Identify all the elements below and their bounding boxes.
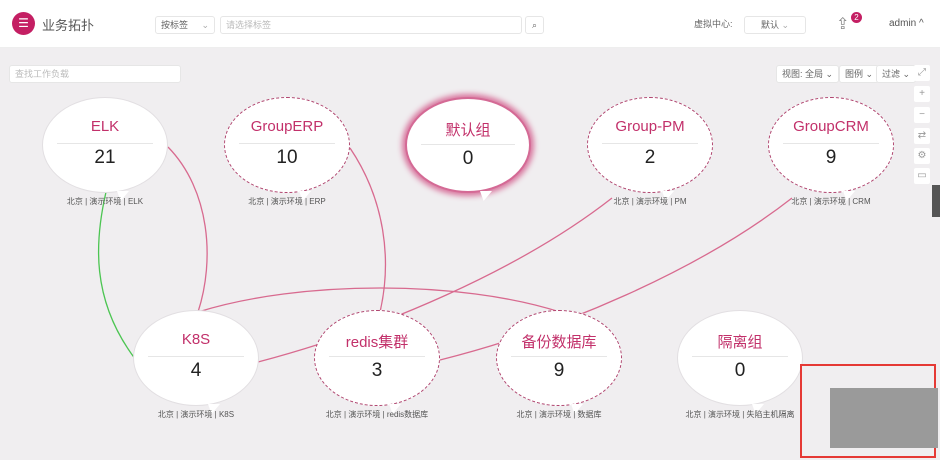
bubble-tail (662, 191, 674, 201)
node-count: 10 (276, 147, 298, 168)
settings-icon[interactable]: ⚙ (914, 148, 930, 164)
node-caption: 北京 | 演示环境 | redis数据库 (325, 410, 429, 419)
edge-crm-redis (439, 197, 793, 361)
bubble-tail (571, 404, 583, 414)
group-node[interactable]: GroupCRM 9 (768, 97, 894, 193)
top-header: ☰ 业务拓扑 按标签 ⌄ 请选择标签 ⌕ 虚拟中心: 默认 ⌄ ⇪ 2 admin… (0, 0, 940, 48)
node-count: 0 (462, 148, 474, 169)
bubble-tail (117, 191, 129, 201)
minimap[interactable] (800, 364, 938, 458)
zoom-in-icon[interactable]: + (914, 86, 930, 102)
node-name: 隔离组 (717, 334, 763, 351)
node-caption: 北京 | 演示环境 | K8S (157, 410, 235, 419)
user-menu[interactable]: admin ^ (889, 18, 924, 29)
node-name: Group-PM (615, 118, 685, 135)
node-count: 3 (371, 360, 383, 381)
minimap-viewport[interactable] (830, 388, 938, 448)
vdc-label: 虚拟中心: (694, 16, 733, 32)
bubble-tail (389, 404, 401, 414)
bubble-tail (843, 191, 855, 201)
divider (421, 144, 515, 145)
node-caption: 北京 | 演示环境 | 数据库 (516, 410, 602, 419)
divider (511, 356, 607, 357)
divider (329, 356, 425, 357)
bubble-tail (480, 191, 492, 201)
node-caption: 北京 | 演示环境 | ERP (248, 197, 326, 206)
node-name: 备份数据库 (521, 334, 597, 351)
workload-search-input[interactable]: 查找工作负载 (9, 65, 181, 83)
edge-k8s-backup (197, 287, 561, 313)
chevron-down-icon: ⌄ (781, 20, 790, 30)
divider (783, 143, 879, 144)
filter-label: 过滤 (882, 69, 901, 79)
divider (692, 356, 788, 357)
group-node[interactable]: ELK 21 (42, 97, 168, 193)
node-count: 2 (644, 147, 656, 168)
search-button[interactable]: ⌕ (525, 16, 544, 34)
edge-elk-k8s (167, 146, 208, 313)
folder-icon[interactable]: ▭ (914, 168, 930, 184)
group-node[interactable]: 备份数据库 9 (496, 310, 622, 406)
side-scroll-handle[interactable] (932, 185, 940, 217)
upload-badge: 2 (851, 12, 862, 23)
tag-input[interactable]: 请选择标签 (220, 16, 522, 34)
node-count: 4 (190, 360, 202, 381)
divider (57, 143, 153, 144)
node-caption: 北京 | 演示环境 | ELK (66, 197, 144, 206)
tag-type-select[interactable]: 按标签 ⌄ (155, 16, 215, 34)
node-count: 9 (825, 147, 837, 168)
legend-select[interactable]: 图例 ⌄ (839, 65, 880, 83)
view-select[interactable]: 视图: 全局 ⌄ (776, 65, 840, 83)
tag-select-value: 按标签 (161, 20, 189, 30)
node-count: 9 (553, 360, 565, 381)
refresh-icon[interactable]: ⇄ (914, 128, 930, 144)
node-name: 默认组 (445, 122, 491, 139)
node-name: K8S (181, 331, 211, 348)
chevron-down-icon: ⌄ (201, 20, 209, 30)
username: admin (889, 18, 917, 29)
node-name: GroupCRM (793, 118, 869, 135)
group-node[interactable]: GroupERP 10 (224, 97, 350, 193)
node-caption: 北京 | 演示环境 | CRM (791, 197, 871, 206)
menu-icon[interactable]: ☰ (12, 12, 35, 35)
node-count: 21 (94, 147, 116, 168)
legend-label: 图例 (845, 69, 864, 79)
node-name: GroupERP (250, 118, 324, 135)
node-caption: 北京 | 演示环境 | 失陷主机隔离 (685, 410, 795, 419)
group-node[interactable]: 默认组 0 (405, 97, 531, 193)
vdc-value: 默认 (760, 20, 779, 30)
bubble-tail (299, 191, 311, 201)
edge-k8s-elk (97, 191, 137, 361)
edge-pm-k8s (257, 197, 613, 363)
vdc-select[interactable]: 默认 ⌄ (744, 16, 806, 34)
node-caption: 北京 | 演示环境 | PM (613, 197, 687, 206)
group-node[interactable]: 隔离组 0 (677, 310, 803, 406)
group-node[interactable]: Group-PM 2 (587, 97, 713, 193)
fullscreen-icon[interactable]: ⤢ (914, 65, 930, 81)
group-node[interactable]: K8S 4 (133, 310, 259, 406)
edge-erp-redis (349, 147, 387, 313)
divider (602, 143, 698, 144)
divider (148, 356, 244, 357)
zoom-out-icon[interactable]: − (914, 107, 930, 123)
view-value: 视图: 全局 (782, 69, 824, 79)
bubble-tail (752, 404, 764, 414)
node-name: redis集群 (345, 334, 409, 351)
group-node[interactable]: redis集群 3 (314, 310, 440, 406)
node-name: ELK (90, 118, 120, 135)
chevron-up-icon: ^ (919, 18, 924, 29)
divider (239, 143, 335, 144)
node-count: 0 (734, 360, 746, 381)
upload-icon[interactable]: ⇪ (836, 16, 850, 33)
bubble-tail (208, 404, 220, 414)
page-title: 业务拓扑 (42, 18, 95, 33)
